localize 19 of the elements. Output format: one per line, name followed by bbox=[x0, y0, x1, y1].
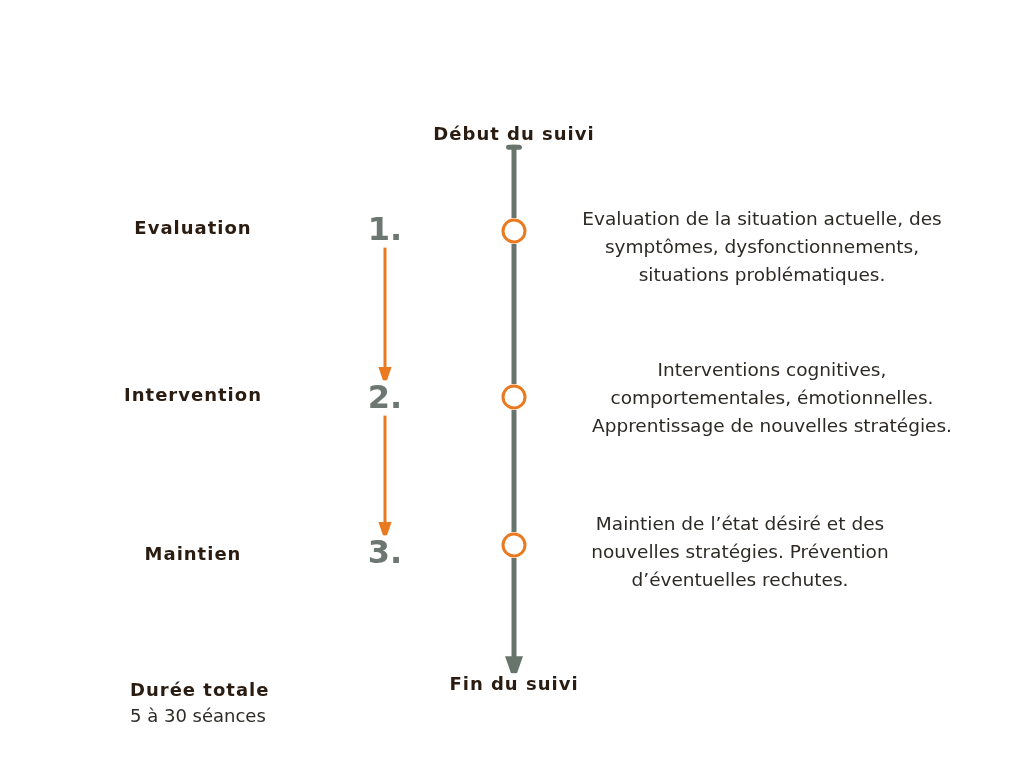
phase-name: Intervention bbox=[124, 384, 262, 406]
phase-name: Maintien bbox=[144, 543, 242, 565]
timeline-line bbox=[511, 244, 517, 384]
total-duration-heading: Durée totale bbox=[130, 679, 270, 701]
milestone-circle bbox=[501, 532, 527, 558]
start-label: Début du suivi bbox=[433, 123, 595, 145]
step-description: Interventions cognitives, comportementales, émotionnelles. Apprentissage de nouvelles stratégies. bbox=[591, 358, 953, 438]
step-number: 1. bbox=[367, 212, 403, 248]
milestone-circle bbox=[501, 384, 527, 410]
timeline-line bbox=[511, 410, 517, 532]
step-number: 2. bbox=[367, 380, 403, 416]
phase-name: Evaluation bbox=[134, 217, 252, 239]
step-description: Evaluation de la situation actuelle, des symptômes, dysfonctionnements, situations problématiques. bbox=[581, 207, 943, 287]
milestone-circle bbox=[501, 218, 527, 244]
end-label: Fin du suivi bbox=[449, 673, 579, 695]
step-description: Maintien de l’état désiré et des nouvelles stratégies. Prévention d’éventuelles rechutes. bbox=[590, 512, 890, 592]
session-count: 5 à 30 séances bbox=[130, 704, 266, 728]
timeline-line bbox=[506, 144, 522, 218]
step-number: 3. bbox=[367, 535, 403, 571]
